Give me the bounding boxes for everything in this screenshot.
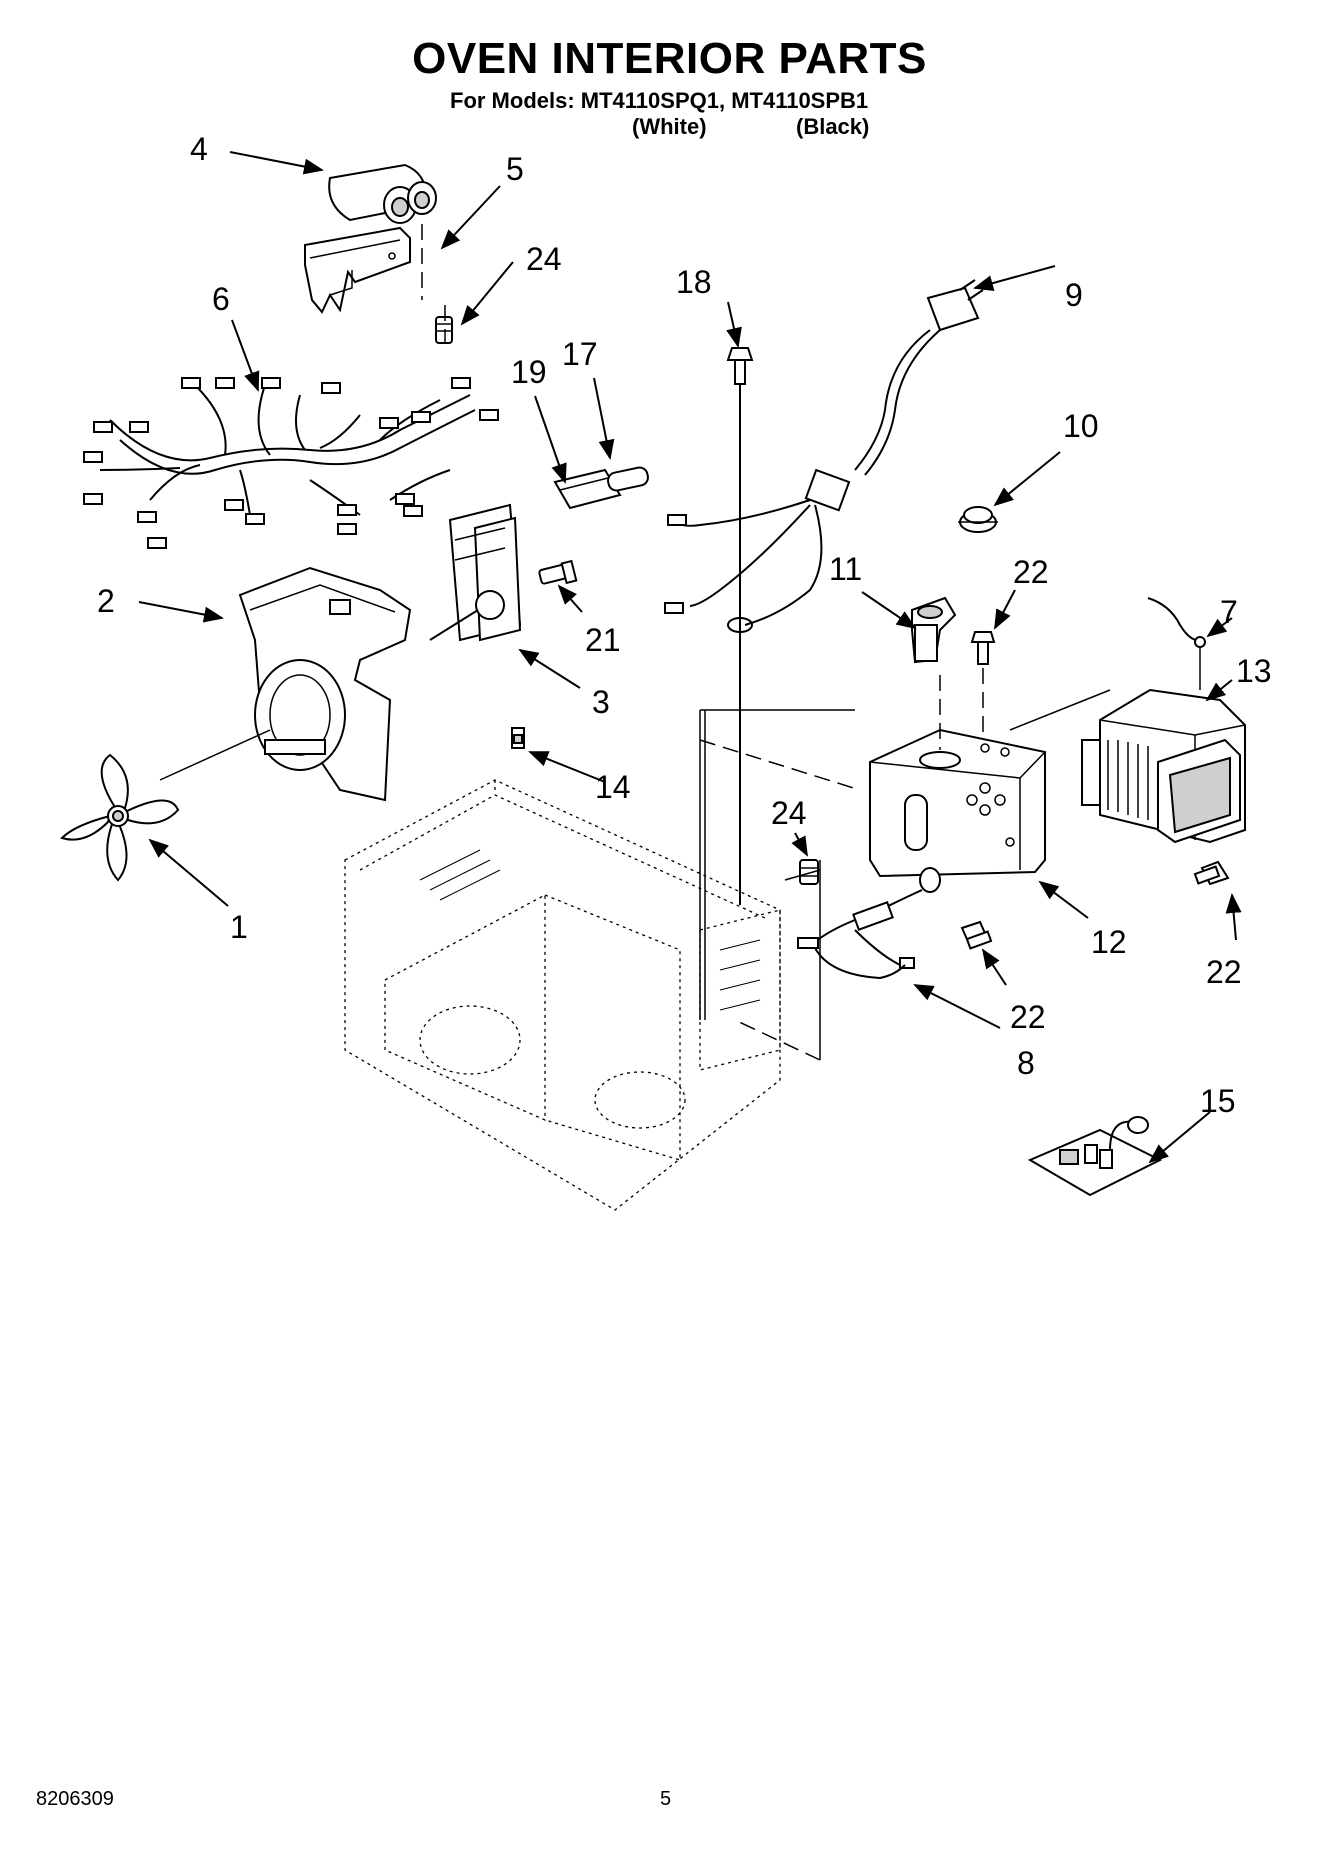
callout-17: 17 xyxy=(562,336,598,372)
models-line: For Models: MT4110SPQ1, MT4110SPB1 xyxy=(450,88,869,113)
callout-22-lower: 22 xyxy=(1010,999,1046,1035)
callout-6: 6 xyxy=(212,281,230,317)
fuse-part xyxy=(607,466,649,492)
callout-3: 3 xyxy=(592,684,610,720)
thermostat-part-10 xyxy=(958,506,998,533)
screw-part-24b xyxy=(799,859,819,885)
callout-14: 14 xyxy=(595,769,631,805)
magnetron-part-11 xyxy=(911,596,957,664)
fuse-holder-part xyxy=(553,468,622,510)
wire-part-7 xyxy=(1147,597,1206,648)
callout-4: 4 xyxy=(190,131,208,167)
callout-12: 12 xyxy=(1091,924,1127,960)
callout-labels: 4 5 24 6 18 9 19 17 10 11 22 7 13 2 21 3… xyxy=(97,131,1272,1119)
callout-15: 15 xyxy=(1200,1083,1236,1119)
callout-22-upper: 22 xyxy=(1013,554,1049,590)
screw-part-22b xyxy=(1193,860,1230,886)
capacitor-part xyxy=(328,163,437,224)
capacitor-bracket-part xyxy=(304,224,423,314)
screw-part-21 xyxy=(538,559,578,585)
fan-motor-part xyxy=(429,503,522,642)
mounting-bracket-part-12 xyxy=(869,728,1046,878)
callout-21: 21 xyxy=(585,622,621,658)
filter-board-part-15 xyxy=(1027,1116,1163,1197)
callout-18: 18 xyxy=(676,264,712,300)
callout-22-right: 22 xyxy=(1206,954,1242,990)
wire-harness-part xyxy=(83,377,499,549)
assembly-lines xyxy=(159,305,1201,1061)
callout-8: 8 xyxy=(1017,1045,1035,1081)
screw-part-24a xyxy=(435,316,453,344)
variant-black: (Black) xyxy=(796,114,870,139)
callout-11: 11 xyxy=(829,551,862,587)
screw-part-22c xyxy=(960,920,993,950)
callout-19: 19 xyxy=(511,354,547,390)
callout-9: 9 xyxy=(1065,277,1083,313)
harness-part-8 xyxy=(797,867,941,980)
page-number: 5 xyxy=(660,1788,672,1810)
callout-arrows xyxy=(138,151,1242,1164)
callout-13: 13 xyxy=(1236,653,1272,689)
callout-1: 1 xyxy=(230,909,248,945)
page-title: OVEN INTERIOR PARTS xyxy=(412,34,927,83)
callout-5: 5 xyxy=(506,151,524,187)
variant-white: (White) xyxy=(632,114,707,139)
callout-24-lower: 24 xyxy=(771,795,807,831)
screw-part-22a xyxy=(970,631,996,665)
document-number: 8206309 xyxy=(36,1788,114,1810)
callout-2: 2 xyxy=(97,583,115,619)
callout-10: 10 xyxy=(1063,408,1099,444)
clip-part-14 xyxy=(511,727,525,749)
oven-cavity-outline xyxy=(344,779,781,1211)
ground-screw-part-18 xyxy=(726,347,754,905)
power-cord-part xyxy=(664,279,984,626)
callout-7: 7 xyxy=(1220,594,1238,630)
fan-housing-part xyxy=(238,566,412,802)
callout-24-top: 24 xyxy=(526,241,562,277)
transformer-part-13 xyxy=(1081,688,1246,844)
fan-blade-part xyxy=(60,753,180,882)
